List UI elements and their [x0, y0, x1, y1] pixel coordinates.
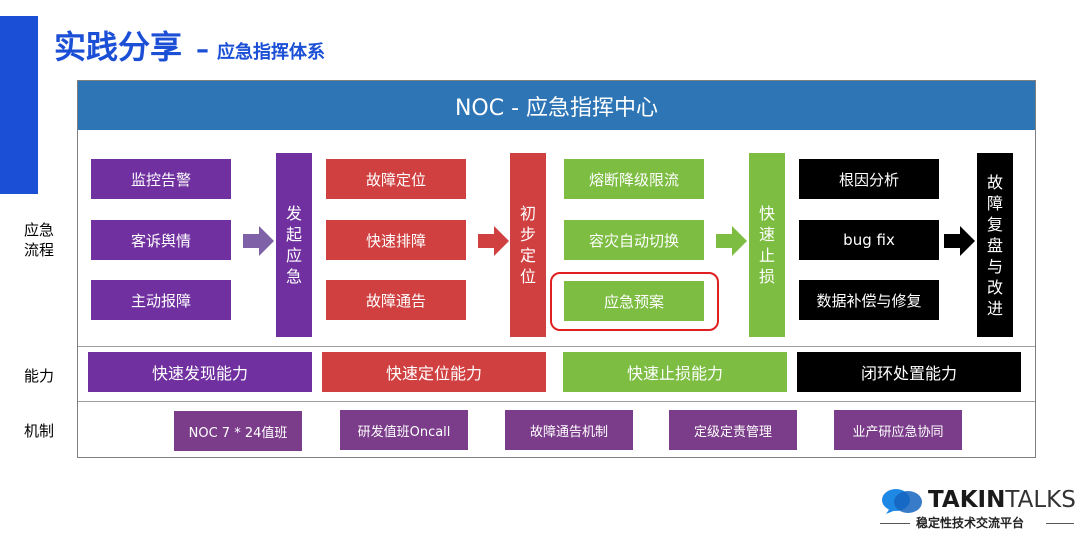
flow-arrow-icon — [243, 226, 274, 256]
side-label-capability: 能力 — [24, 367, 55, 385]
flow-arrow-icon — [478, 226, 509, 256]
stop-item: 熔断降级限流 — [564, 159, 704, 199]
quick-stop-label: 快速止损 — [758, 204, 775, 286]
divider — [78, 401, 1035, 402]
title-dash: – — [196, 35, 210, 65]
initial-label: 初步定位 — [519, 204, 536, 286]
mechanism-item: 研发值班Oncall — [340, 410, 468, 450]
mechanism-item: 定级定责管理 — [669, 410, 797, 450]
stop-item: 应急预案 — [564, 281, 704, 321]
takintalks-logo: TAKINTALKS 稳定性技术交流平台 — [880, 486, 1076, 531]
mechanism-item: 故障通告机制 — [505, 410, 633, 450]
locate-item: 快速排障 — [326, 220, 466, 260]
title-main: 实践分享 — [54, 28, 183, 66]
capability-bar: 快速止损能力 — [563, 352, 787, 392]
review-improve: 故障复盘与改进 — [977, 153, 1013, 337]
stop-item: 容灾自动切换 — [564, 220, 704, 260]
capability-bar: 闭环处置能力 — [797, 352, 1021, 392]
logo-brand-light: TALKS — [1005, 487, 1076, 513]
logo-rule — [880, 523, 910, 524]
logo-text: TAKINTALKS — [928, 486, 1076, 514]
noc-header: NOC - 应急指挥中心 — [78, 81, 1035, 130]
side-label-mechanism: 机制 — [24, 422, 55, 440]
side-label-process: 应急 流程 — [24, 221, 55, 259]
title-sub: 应急指挥体系 — [217, 42, 326, 63]
divider — [78, 346, 1035, 347]
capability-bar: 快速定位能力 — [322, 352, 546, 392]
mechanism-item: 业产研应急协同 — [834, 410, 962, 450]
review-label: 故障复盘与改进 — [986, 172, 1003, 318]
capability-bar: 快速发现能力 — [88, 352, 312, 392]
analysis-item: 根因分析 — [799, 159, 939, 199]
diagram-frame — [77, 80, 1036, 458]
flow-arrow-icon — [716, 226, 747, 256]
detect-item: 主动报障 — [91, 280, 231, 320]
detect-item: 客诉舆情 — [91, 220, 231, 260]
chat-bubble-icon — [882, 489, 922, 514]
logo-brand-bold: TAKIN — [928, 487, 1006, 513]
accent-bar — [0, 16, 38, 194]
flow-arrow-icon — [944, 226, 975, 256]
logo-tagline: 稳定性技术交流平台 — [916, 516, 1025, 530]
quick-stop: 快速止损 — [749, 153, 785, 337]
initial-locate: 初步定位 — [510, 153, 546, 337]
launch-emergency: 发起应急 — [276, 153, 312, 337]
locate-item: 故障定位 — [326, 159, 466, 199]
highlight-outline — [550, 272, 719, 331]
analysis-item: bug fix — [799, 220, 939, 260]
mechanism-item: NOC 7 * 24值班 — [174, 411, 302, 451]
detect-item: 监控告警 — [91, 159, 231, 199]
analysis-item: 数据补偿与修复 — [799, 280, 939, 320]
page-title: 实践分享–应急指挥体系 — [54, 22, 325, 68]
logo-rule — [1046, 523, 1074, 524]
locate-item: 故障通告 — [326, 280, 466, 320]
launch-label: 发起应急 — [285, 204, 302, 286]
